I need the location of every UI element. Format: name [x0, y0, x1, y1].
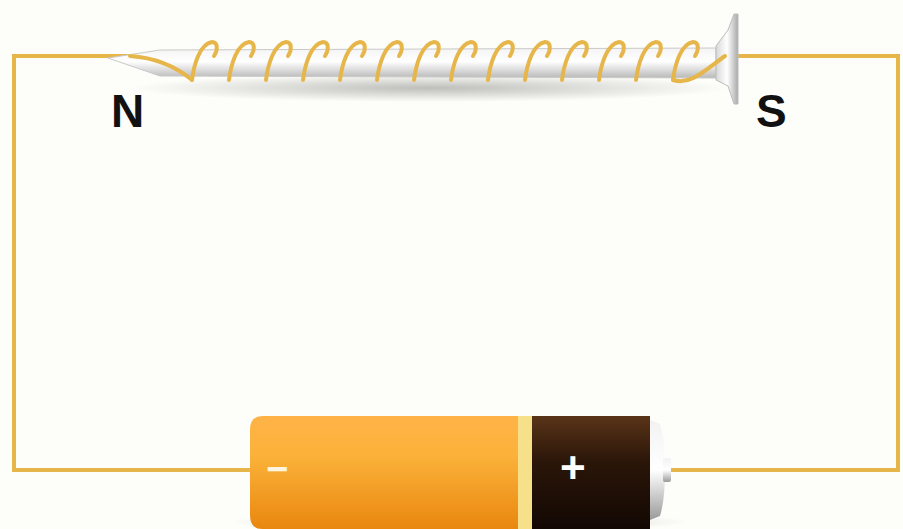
- coil-turn: [192, 42, 217, 80]
- coil-turn: [377, 42, 402, 80]
- coil-turn: [303, 42, 328, 80]
- coil-turn: [636, 42, 661, 80]
- coil-turn: [673, 42, 698, 80]
- coil-turn: [266, 42, 291, 80]
- positive-terminal-label: +: [560, 446, 586, 490]
- coil-lead: [130, 56, 192, 80]
- iron-nail: [108, 14, 738, 104]
- coil-turn: [229, 42, 254, 80]
- coil-turn: [488, 42, 513, 80]
- coil-turn: [414, 42, 439, 80]
- coil-turn: [525, 42, 550, 80]
- coil-turn: [340, 42, 365, 80]
- negative-terminal-label: −: [266, 450, 288, 488]
- coil-winding: [130, 42, 725, 81]
- coil-turn: [451, 42, 476, 80]
- battery: [230, 416, 690, 529]
- coil-turn: [562, 42, 587, 80]
- north-pole-label: N: [111, 88, 144, 134]
- south-pole-label: S: [756, 88, 787, 134]
- coil-lead: [673, 56, 725, 81]
- wire: [14, 56, 898, 470]
- coil-turn: [599, 42, 624, 80]
